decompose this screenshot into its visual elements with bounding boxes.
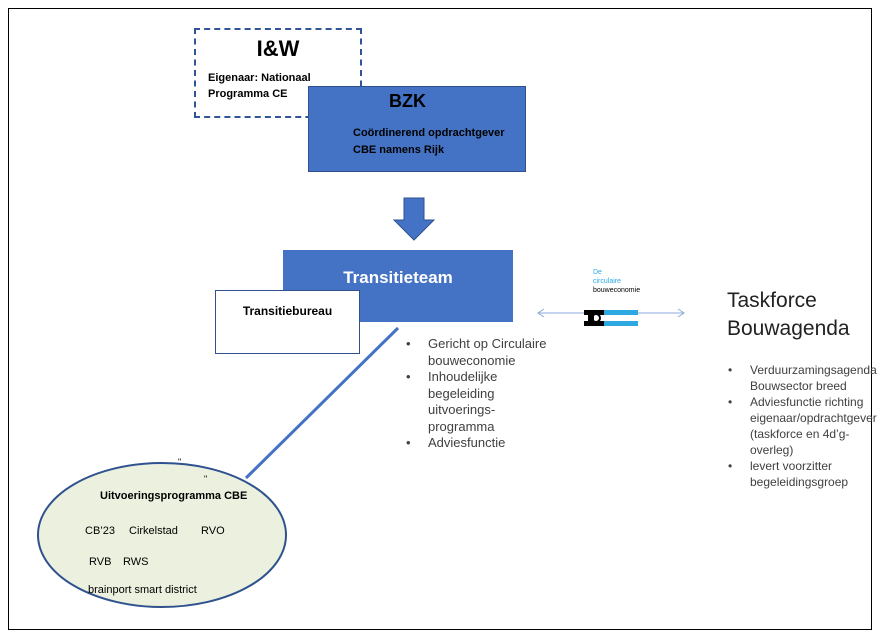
uitvoering-title: Uitvoeringsprogramma CBE (100, 490, 248, 502)
quote-mark: " (204, 474, 208, 484)
logo-mark-icon (584, 310, 638, 326)
bullet-icon: • (728, 459, 733, 473)
list-item: • Verduurzamingsagenda Bouwsector breed (726, 362, 877, 394)
logo-line3: bouweconomie (593, 287, 641, 294)
logo-line2: circulaire (593, 278, 622, 285)
bzk-subtitle-line2: CBE namens Rijk (353, 144, 445, 156)
bullet-text: Adviesfunctie richting eigenaar/opdracht… (750, 395, 877, 457)
quote-mark: " (178, 457, 182, 467)
uitvoering-ellipse (37, 462, 287, 608)
bullet-text: levert voorzitter begeleidingsgroep (750, 459, 849, 489)
bullet-text: Adviesfunctie (428, 435, 506, 450)
taskforce-title: Taskforce Bouwagenda (727, 287, 850, 343)
iw-subtitle-line1: Eigenaar: Nationaal (208, 72, 311, 84)
list-item: • Gericht op Circulaire bouweconomie (404, 336, 554, 369)
transitiebureau-box: Transitiebureau (215, 290, 360, 354)
bullet-text: Gericht op Circulaire bouweconomie (428, 336, 547, 368)
logo-line1: De (593, 269, 602, 276)
bullet-icon: • (406, 336, 411, 351)
down-arrow (392, 197, 436, 241)
uitvoering-item: brainport smart district (88, 584, 197, 596)
taskforce-bullets: • Verduurzamingsagenda Bouwsector breed •… (726, 362, 877, 490)
bzk-subtitle-line1: Coördinerend opdrachtgever (353, 127, 505, 139)
taskforce-title-line1: Taskforce (727, 289, 817, 312)
transitieteam-bullets: • Gericht op Circulaire bouweconomie • Inh… (404, 336, 554, 452)
uitvoering-item: CB’23 (85, 525, 115, 537)
bullet-icon: • (728, 395, 733, 409)
iw-subtitle: Eigenaar: Nationaal Programma CE (208, 70, 358, 102)
taskforce-title-line2: Bouwagenda (727, 317, 850, 340)
connector-line (244, 326, 400, 480)
bzk-subtitle: Coördinerend opdrachtgever CBE namens Ri… (353, 125, 505, 159)
bullet-icon: • (406, 435, 411, 450)
iw-title: I&W (256, 36, 300, 61)
list-item: • levert voorzitter begeleidingsgroep (726, 458, 876, 490)
diagram-frame (8, 8, 872, 630)
transitieteam-title: Transitieteam (343, 268, 453, 287)
uitvoering-item: RWS (123, 556, 149, 568)
bzk-title: BZK (389, 91, 426, 111)
bullet-icon: • (728, 363, 733, 377)
list-item: • Adviesfunctie (404, 435, 554, 452)
uitvoering-item: Cirkelstad (129, 525, 178, 537)
cbe-logo: De circulaire bouweconomie (578, 268, 641, 338)
bzk-box: BZK Coördinerend opdrachtgever CBE namen… (308, 86, 526, 172)
transitiebureau-title: Transitiebureau (242, 304, 333, 318)
uitvoering-item: RVB (89, 556, 112, 568)
bullet-text: Verduurzamingsagenda Bouwsector breed (750, 363, 877, 393)
uitvoering-item: RVO (201, 525, 225, 537)
bullet-text: Inhoudelijke begeleiding uitvoerings-pro… (428, 369, 498, 434)
list-item: • Adviesfunctie richting eigenaar/opdrach… (726, 394, 877, 458)
list-item: • Inhoudelijke begeleiding uitvoerings-pr… (404, 369, 554, 435)
transitieteam-box: Transitieteam (283, 250, 513, 322)
bullet-icon: • (406, 369, 411, 384)
iw-subtitle-line2: Programma CE (208, 88, 288, 100)
